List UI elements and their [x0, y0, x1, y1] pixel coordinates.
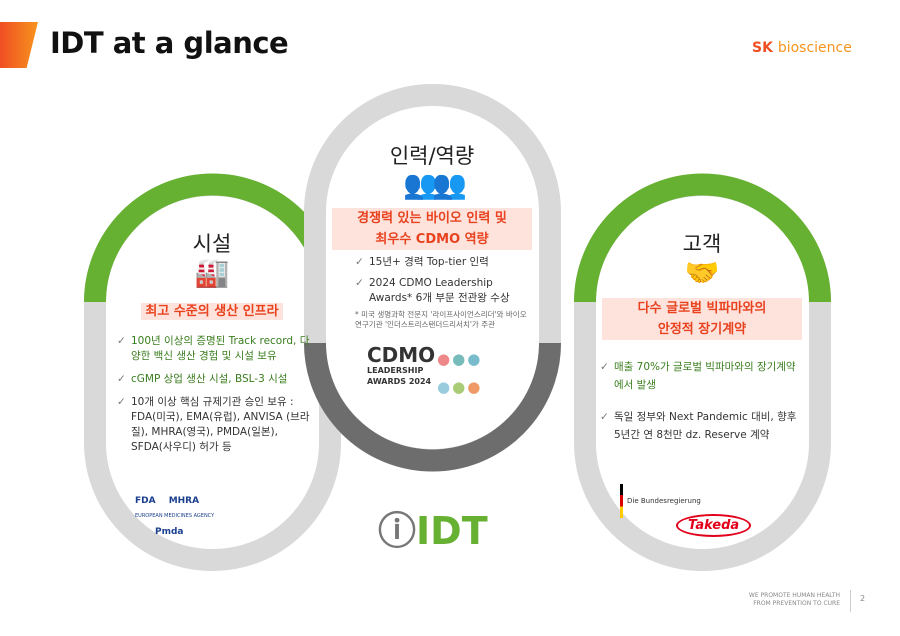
footer-line2: FROM PREVENTION TO CURE	[753, 600, 840, 607]
award-badges: ●●●●●●	[437, 350, 483, 396]
right-frame-green-arc	[574, 173, 831, 303]
left-highlight: 최고 수준의 생산 인프라	[141, 303, 283, 320]
logo-sk: SK	[752, 40, 773, 56]
middle-item: 2024 CDMO Leadership Awards* 6개 부문 전관왕 수…	[355, 276, 535, 306]
footer-divider	[850, 590, 851, 612]
middle-note: * 미국 생명과학 전문지 '라이프사이언스리더'와 바이오 연구기관 '인더스…	[355, 310, 527, 329]
right-item: 독일 정부와 Next Pandemic 대비, 향후 5년간 연 8천만 dz…	[600, 408, 800, 444]
right-item: 매출 70%가 글로벌 빅파마와의 장기계약에서 발생	[600, 358, 800, 394]
ema-logo: EUROPEAN MEDICINES AGENCY	[135, 513, 215, 519]
fda-logo: FDA	[135, 496, 156, 506]
logo-name: bioscience	[777, 40, 852, 56]
page-number: 2	[860, 594, 866, 603]
middle-item: 15년+ 경력 Top-tier 인력	[355, 255, 535, 270]
left-heading: 시설	[192, 232, 232, 256]
bundesregierung-text: Die Bundesregierung	[627, 497, 701, 505]
left-item: 10개 이상 핵심 규제기관 승인 보유 : FDA(미국), EMA(유럽),…	[117, 395, 312, 455]
sk-bioscience-logo: SK bioscience	[752, 40, 852, 56]
award-l3: AWARDS 2024	[367, 377, 432, 386]
right-highlight-2: 안정적 장기계약	[602, 319, 802, 340]
middle-heading: 인력/역량	[389, 144, 475, 168]
pmda-logo: Pmda	[155, 527, 184, 537]
left-item: cGMP 상업 생산 시설, BSL-3 시설	[117, 372, 312, 387]
handshake-icon: 🤝	[684, 256, 720, 289]
factory-icon: 🏭	[194, 256, 230, 289]
idt-logo: ⓘIDT	[378, 509, 488, 553]
mhra-logo: MHRA	[168, 496, 200, 506]
middle-highlight-1: 경쟁력 있는 바이오 인력 및	[332, 208, 532, 229]
takeda-logo: Takeda	[676, 514, 752, 537]
right-heading: 고객	[682, 232, 722, 256]
left-item: 100년 이상의 증명된 Track record, 다양한 백신 생산 경험 …	[117, 334, 312, 364]
cdmo-award-logo: CDMO LEADERSHIP AWARDS 2024	[367, 345, 435, 387]
page-title: IDT at a glance	[50, 26, 289, 60]
people-icon: 👥👥	[403, 168, 467, 201]
award-l1: CDMO	[367, 343, 436, 367]
idt-logo-text: IDT	[416, 509, 488, 553]
middle-highlight-2: 최우수 CDMO 역량	[332, 229, 532, 250]
middle-frame-dark-arc	[304, 342, 561, 472]
award-l2: LEADERSHIP	[367, 366, 424, 375]
bundesregierung-logo: Die Bundesregierung	[620, 484, 701, 518]
right-highlight-1: 다수 글로벌 빅파마와의	[602, 298, 802, 319]
footer-line1: WE PROMOTE HUMAN HEALTH	[748, 592, 840, 599]
